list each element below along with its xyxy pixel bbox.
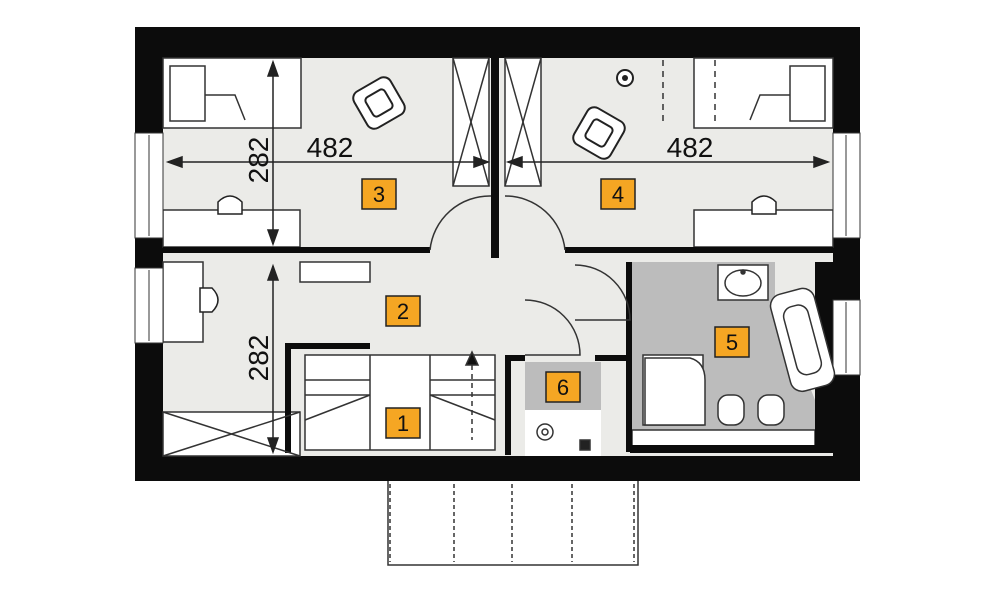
room-label-6: 6 [557,375,569,400]
skylights [162,57,542,457]
room-label-2: 2 [397,299,409,324]
room-tag-1: 1 [385,407,421,439]
room-label-4: 4 [612,182,624,207]
chimney-icon [616,69,634,87]
room-tag-2: 2 [385,295,421,327]
shower-icon [644,357,706,426]
room-label-5: 5 [726,330,738,355]
room-tag-5: 5 [714,326,750,358]
desk-chair-icon [199,195,777,313]
eaves-right [833,58,860,456]
balcony [387,479,639,566]
boiler-icon [536,423,591,451]
room-tag-4: 4 [600,178,636,210]
bathtub-icon [769,287,836,393]
room-label-3: 3 [373,182,385,207]
eaves-left [135,58,163,456]
dimension-label-right-width: 482 [667,132,714,163]
bed-icon [169,65,826,122]
dimension-lines [165,59,831,455]
windows [134,132,861,376]
room-tag-6: 6 [545,371,581,403]
dimension-label-top-depth: 282 [243,137,274,184]
dimension-label-bottom-depth: 282 [243,335,274,382]
washbasin-icon [717,264,769,301]
armchair-icon [352,76,626,160]
dimension-label-left-width: 482 [307,132,354,163]
toilet-icon [717,394,785,426]
doors [429,195,631,356]
room-tag-3: 3 [361,178,397,210]
room-label-1: 1 [397,411,409,436]
